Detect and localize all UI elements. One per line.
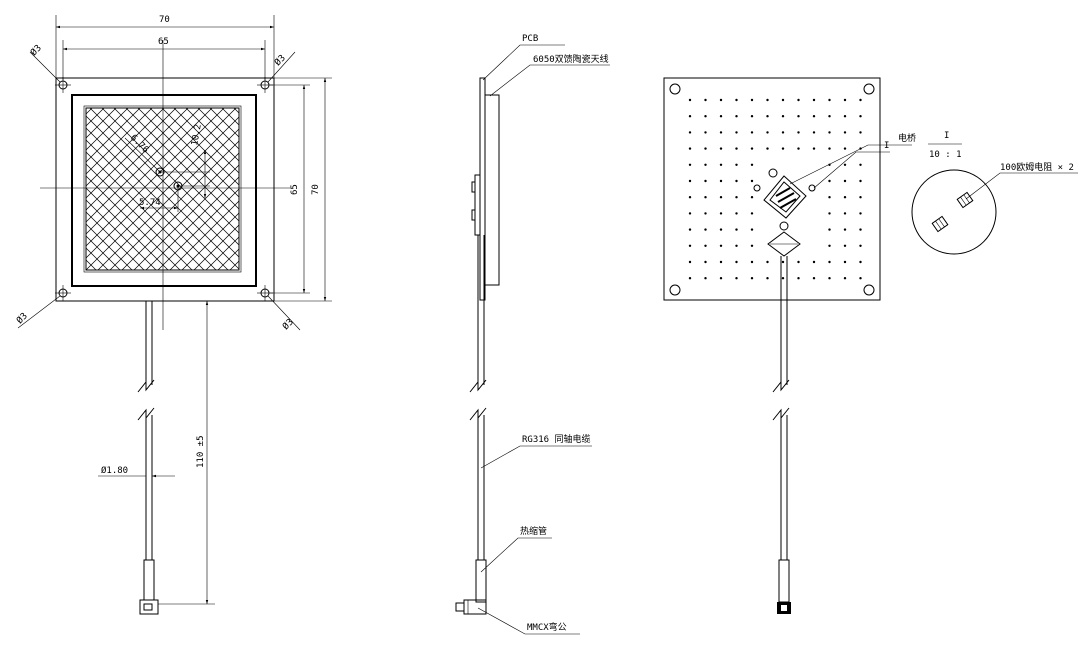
dim-width-outer: 70: [159, 15, 170, 25]
dim-cable-diameter: Ø1.80: [101, 465, 128, 476]
cable-front: [137, 301, 159, 615]
antenna-frame: [71, 94, 257, 287]
back-view: 电桥 I I 10 : 1 100欧姆电阻 × 2: [663, 77, 1078, 614]
hole-label-tl: Ø3: [28, 43, 43, 58]
dim-cable-length: 110 ±5: [196, 435, 206, 468]
label-cable: RG316 同轴电缆: [522, 433, 591, 445]
detail-scale: 10 : 1: [929, 150, 962, 160]
hybrid-bridge: [753, 168, 816, 257]
label-shrink: 热缩管: [520, 525, 547, 537]
feed-offset-c: 5.74: [139, 198, 161, 208]
label-bridge: 电桥: [898, 132, 916, 144]
label-pcb: PCB: [522, 34, 538, 44]
dim-height-inner: 65: [290, 184, 300, 195]
via-grid: [688, 98, 862, 280]
patch-hatch: [86, 108, 239, 270]
feed-points: [124, 137, 210, 212]
mounting-holes: [17, 51, 301, 331]
detail-circle: [911, 169, 997, 255]
label-connector: MMCX弯公: [527, 621, 567, 633]
hole-label-bl: Ø3: [14, 311, 29, 326]
detail-view: I 10 : 1 100欧姆电阻 × 2: [911, 131, 1078, 255]
cable-back: [772, 256, 791, 614]
hole-label-tr: Ø3: [272, 53, 287, 68]
hole-label-br: Ø3: [280, 317, 295, 332]
feed-offset-b: 10.2: [190, 123, 204, 146]
front-view: Ø3 Ø3 Ø3 Ø3 6.76 10.2 5.74 70 65: [14, 15, 332, 615]
dim-width-inner: 65: [158, 37, 169, 47]
cable-side: [455, 235, 487, 615]
label-antenna: 6050双馈陶瓷天线: [533, 53, 609, 65]
pcb-outline-back: [663, 77, 881, 301]
label-detail: I: [884, 141, 889, 151]
antenna-side: [484, 94, 500, 286]
dim-height-outer: 70: [311, 184, 321, 195]
antenna-patch: [85, 107, 240, 271]
side-view: PCB 6050双馈陶瓷天线 RG316 同轴电缆 热缩管 MMCX弯公: [455, 34, 610, 635]
detail-title: I: [944, 131, 949, 141]
label-resistor: 100欧姆电阻 × 2: [1000, 161, 1074, 173]
